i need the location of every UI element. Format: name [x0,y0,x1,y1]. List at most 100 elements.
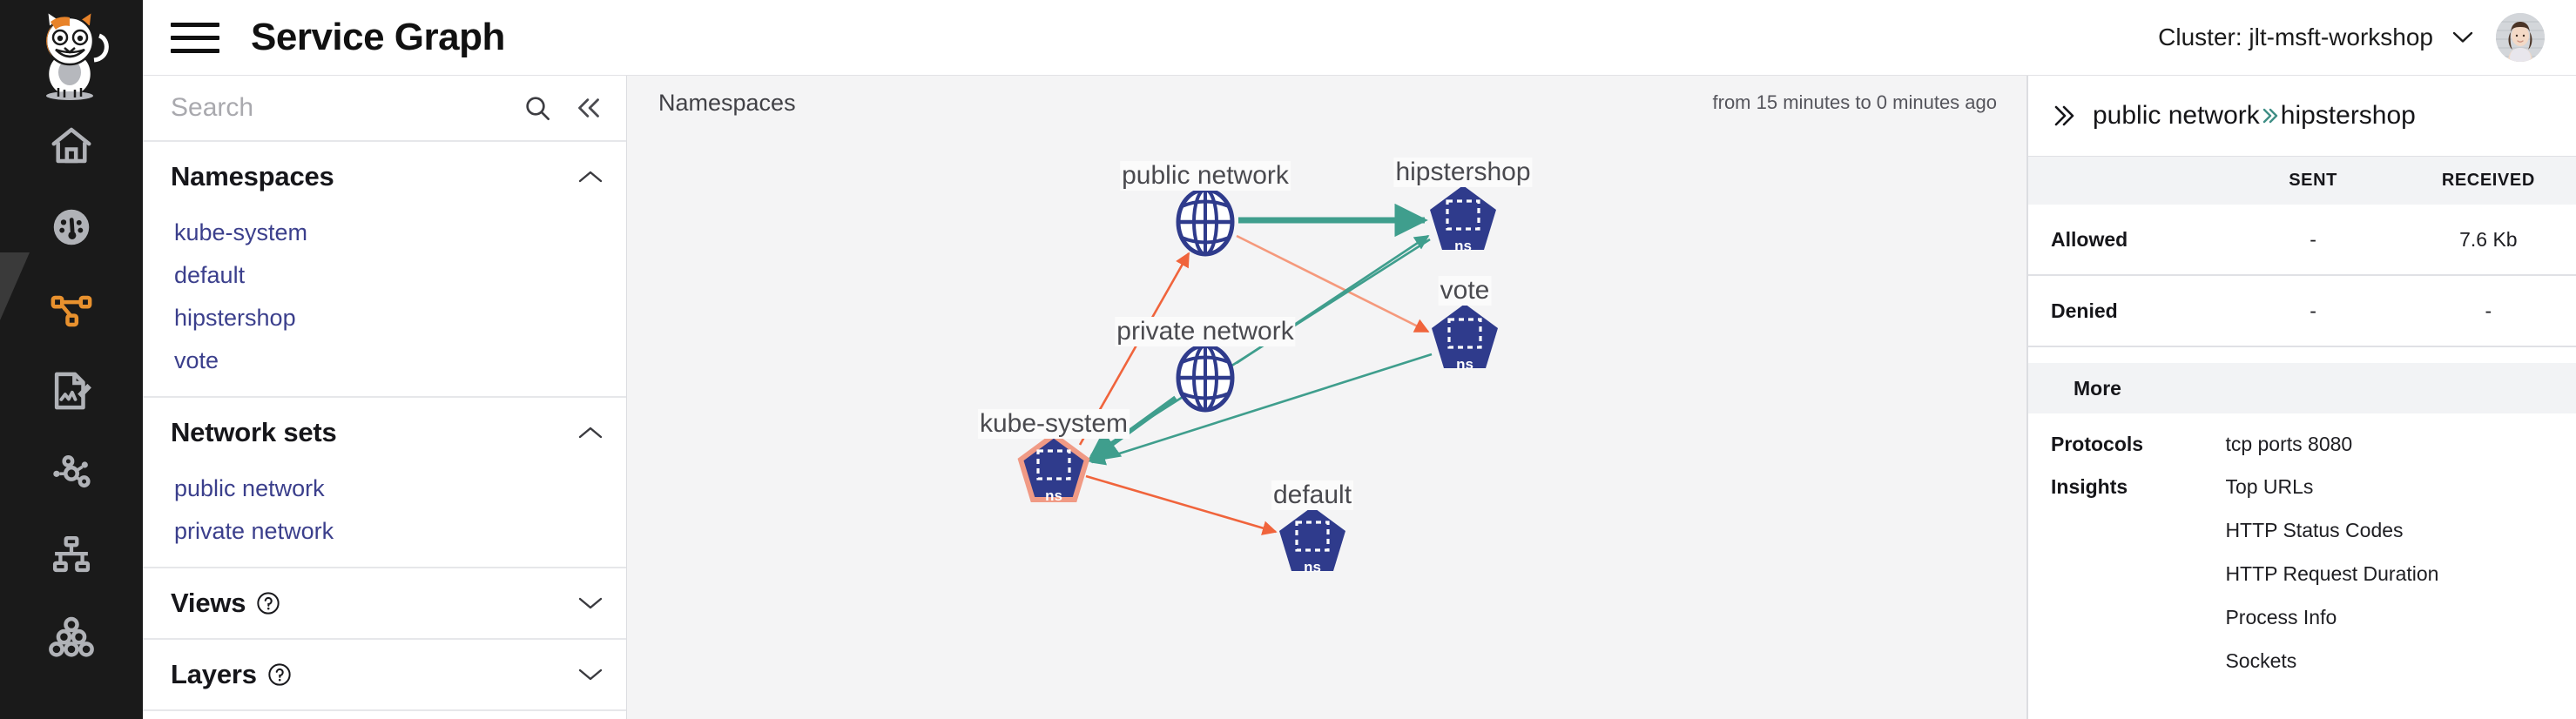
service-graph-icon [51,295,92,327]
sidebar-item-private-network[interactable]: private network [174,518,334,544]
cluster-icon [49,616,94,657]
hamburger-bar [171,48,219,53]
graph-node-private-network[interactable] [1176,343,1235,413]
sidebar-item-hipstershop[interactable]: hipstershop [174,305,296,331]
section-layers: Layers [143,640,626,711]
flow-row-denied-received: - [2485,299,2492,322]
edge-kube-system-to-default[interactable] [1085,474,1278,535]
section-network-sets: Network sets public network private netw… [143,398,626,568]
icon-rail [0,0,143,719]
graph-canvas[interactable]: public network hipstershop vote private … [627,130,2026,719]
cluster-selector[interactable]: Cluster: jlt-msft-workshop [2158,24,2473,51]
double-chevron-icon [2262,106,2279,125]
chevron-down-icon [2452,31,2473,43]
sidebar-item-public-network[interactable]: public network [174,475,325,501]
chevron-up-icon[interactable] [577,425,604,440]
section-title: Namespaces [171,161,334,192]
graph-toolbar: Namespaces from 15 minutes to 0 minutes … [627,76,2026,130]
breadcrumb[interactable]: Namespaces [658,89,796,116]
flow-details-header: public network hipstershop [2028,76,2576,156]
insights-item-http-status-codes[interactable]: HTTP Status Codes [2225,519,2404,541]
rail-item-service-graph[interactable] [0,268,143,350]
header-right-group: Cluster: jlt-msft-workshop [2158,13,2576,62]
search-icon[interactable] [523,94,551,122]
flow-details-title: public network hipstershop [2093,101,2416,131]
flow-source-label: public network [2093,101,2260,130]
edge-kube-system-to-public-network[interactable] [1078,252,1190,446]
section-header-views[interactable]: Views [143,568,626,638]
hamburger-bar [171,35,219,40]
sidebar-item-kube-system[interactable]: kube-system [174,219,308,245]
flow-table-col-sent: SENT [2289,171,2337,190]
graph-svg [1017,185,1498,571]
network-set-list: public network private network [143,467,626,567]
avatar[interactable] [2496,13,2545,62]
graph-nodes [1017,185,1498,571]
flow-row-allowed-received: 7.6 Kb [2459,227,2518,251]
graph-node-hipstershop[interactable] [1430,185,1496,250]
flow-table-col-received: RECEIVED [2441,171,2535,190]
chevron-down-icon[interactable] [577,595,604,611]
edge-vote-to-kube-system[interactable] [1090,353,1433,466]
policies-icon [54,372,91,410]
rail-item-nodes[interactable] [0,432,143,514]
section-header-namespaces[interactable]: Namespaces [143,142,626,212]
graph-area: Namespaces from 15 minutes to 0 minutes … [627,76,2026,719]
page-title: Service Graph [251,16,505,58]
hamburger-icon[interactable] [171,20,219,55]
time-range-label: from 15 minutes to 0 minutes ago [1712,91,1998,113]
edge-public-network-to-vote[interactable] [1236,234,1430,333]
insights-item-http-request-duration[interactable]: HTTP Request Duration [2225,562,2439,585]
graph-node-public-network[interactable] [1176,187,1235,257]
graph-edges [1078,203,1433,535]
protocols-label: Protocols [2051,433,2144,455]
rail-item-list [0,104,143,677]
namespace-icon [1279,507,1345,571]
globe-icon [1176,187,1235,257]
rail-item-cluster[interactable] [0,595,143,677]
chevron-up-icon[interactable] [577,169,604,185]
collapse-panel-icon[interactable] [574,96,604,120]
expand-right-icon[interactable] [2051,104,2077,128]
help-icon[interactable] [267,662,292,687]
insights-item-sockets[interactable]: Sockets [2225,649,2297,672]
section-header-network-sets[interactable]: Network sets [143,398,626,467]
section-title: Network sets [171,417,337,447]
sidebar-item-default[interactable]: default [174,262,246,288]
insights-row: Insights Top URLs HTTP Status Codes HTTP… [2028,456,2576,693]
help-icon[interactable] [256,591,280,615]
app-header: Service Graph Cluster: jlt-msft-workshop [143,0,2576,76]
section-views: Views [143,568,626,640]
namespace-icon [1017,432,1090,502]
protocols-value: tcp ports 8080 [2225,433,2353,455]
table-row: Allowed - 7.6 Kb [2028,205,2576,276]
insights-list: Top URLs HTTP Status Codes HTTP Request … [2225,475,2438,693]
section-header-layers[interactable]: Layers [143,640,626,709]
more-section-header[interactable]: More [2028,363,2576,413]
insights-item-process-info[interactable]: Process Info [2225,606,2337,628]
flow-row-label-allowed: Allowed [2051,227,2128,251]
sidebar-item-vote[interactable]: vote [174,347,219,373]
protocols-row: Protocols tcp ports 8080 [2028,413,2576,456]
flow-row-denied-sent: - [2310,299,2316,322]
insights-item-top-urls[interactable]: Top URLs [2225,475,2314,498]
graph-node-vote[interactable] [1432,304,1498,368]
section-title: Views [171,588,246,618]
flow-destination-label: hipstershop [2280,101,2416,130]
calico-cat-logo[interactable] [0,0,143,104]
rail-item-dashboard[interactable] [0,186,143,268]
nodes-icon [53,454,91,488]
search-input[interactable] [171,93,516,123]
flow-details-panel: public network hipstershop SENT RECEIVED… [2026,76,2576,719]
edge-private-network-to-hipstershop[interactable] [1236,234,1430,365]
rail-item-hierarchy[interactable] [0,514,143,595]
namespace-list: kube-system default hipstershop vote [143,212,626,396]
table-row: Denied - - [2028,276,2576,347]
rail-item-home[interactable] [0,104,143,186]
graph-node-kube-system[interactable] [1017,432,1090,502]
graph-node-default[interactable] [1279,507,1345,571]
insights-label: Insights [2051,475,2128,498]
rail-item-policies[interactable] [0,350,143,432]
chevron-down-icon[interactable] [577,667,604,682]
